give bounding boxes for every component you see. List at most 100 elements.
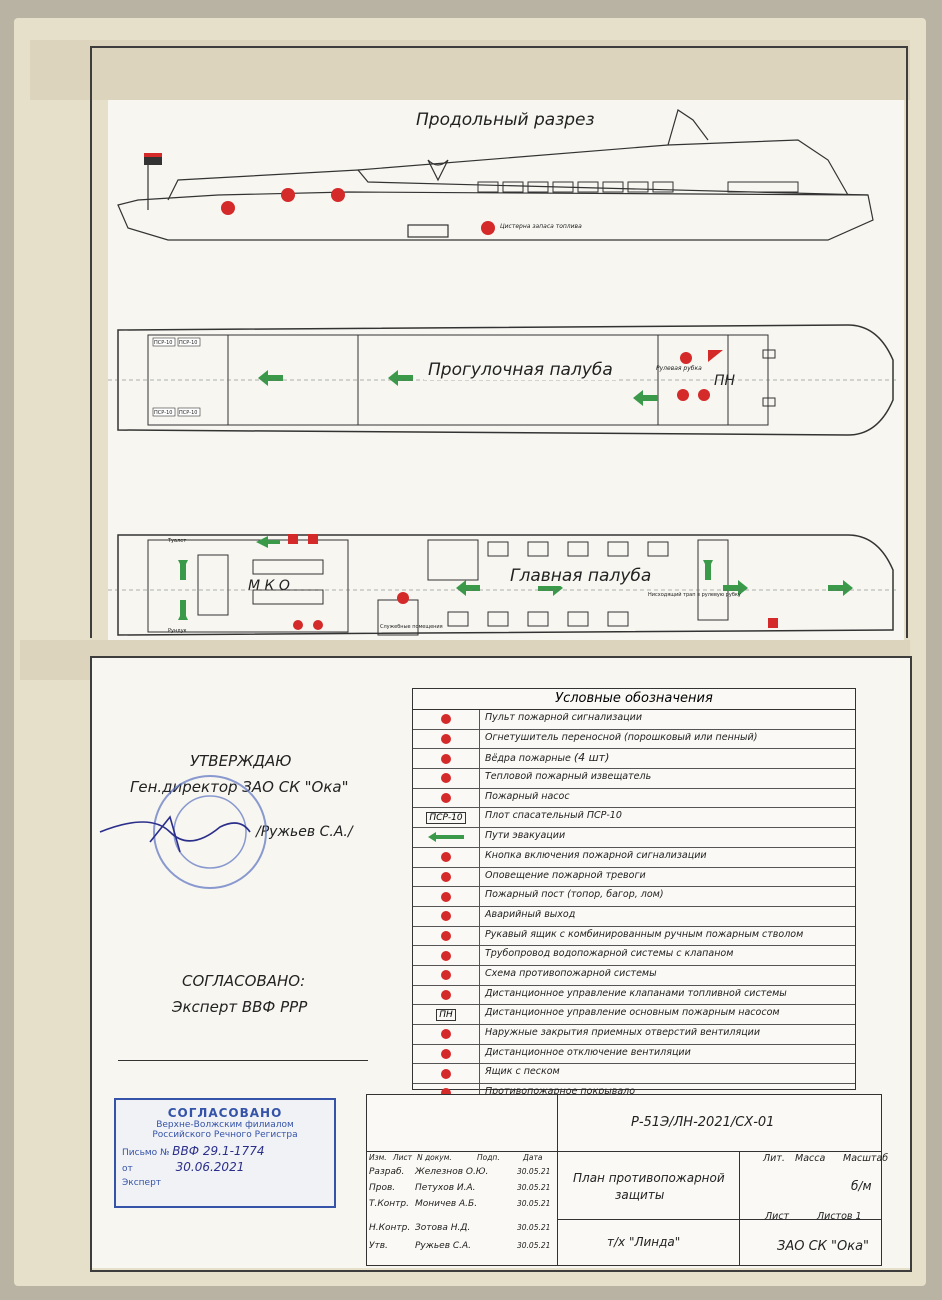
stamp-expert-label: Эксперт bbox=[122, 1178, 162, 1188]
legend-text: Дистанционное управление основным пожарн… bbox=[485, 1007, 780, 1019]
tb-header-line bbox=[367, 1151, 557, 1152]
approval-signer: /Ружьев С.А./ bbox=[256, 824, 353, 840]
legend-text: Кнопка включения пожарной сигнализации bbox=[485, 849, 707, 861]
legend-text: Пути эвакуации bbox=[485, 830, 566, 842]
legend-row: Тепловой пожарный извещатель bbox=[413, 769, 855, 789]
tb-date-cell: 30.05.21 bbox=[517, 1223, 551, 1232]
tb-name-cell: Ружьев С.А. bbox=[415, 1241, 472, 1251]
legend-row: Аварийный выход bbox=[413, 906, 855, 927]
tb-name-cell: Петухов И.А. bbox=[415, 1183, 476, 1193]
vent-shutdown-icon bbox=[413, 1044, 480, 1064]
director-signature bbox=[99, 815, 251, 853]
legend-text: Дистанционное управление клапанами топли… bbox=[485, 987, 787, 999]
tb-date-cell: 30.05.21 bbox=[517, 1167, 551, 1176]
legend-text: Аварийный выход bbox=[485, 908, 576, 920]
vent-closure-icon bbox=[413, 1025, 480, 1044]
tb-right-col bbox=[739, 1151, 882, 1265]
stamp-title: СОГЛАСОВАНО bbox=[167, 1106, 283, 1120]
tb-header-cell: Лист bbox=[393, 1153, 413, 1162]
legend-row: Трубопровод водопожарной системы с клапа… bbox=[413, 946, 855, 966]
svg-text:ПН: ПН bbox=[714, 373, 736, 389]
stamp-date-label: от bbox=[122, 1164, 133, 1174]
fire-pump-icon bbox=[413, 788, 480, 808]
legend-text: Противопожарное покрывало bbox=[485, 1086, 636, 1098]
legend-text: Ящик с песком bbox=[485, 1066, 560, 1078]
legend-row: Дистанционное управление клапанами топли… bbox=[413, 985, 855, 1006]
sheet-label: Лист bbox=[765, 1211, 790, 1222]
alarm-button-icon bbox=[413, 847, 480, 867]
agreed-heading: СОГЛАСОВАНО: bbox=[182, 972, 306, 990]
legend-row: Наружные закрытия приемных отверстий вен… bbox=[413, 1025, 855, 1045]
legend-row: Ящик с песком bbox=[413, 1064, 855, 1085]
expert-sign-line bbox=[118, 1060, 368, 1061]
legend-row: Огнетушитель переносной (порошковый или … bbox=[413, 729, 855, 750]
pump-remote-icon: ПН bbox=[413, 1005, 480, 1024]
legend-title: Условные обозначения bbox=[413, 689, 855, 710]
sand-box-icon bbox=[413, 1064, 480, 1084]
tb-date-cell: 30.05.21 bbox=[517, 1199, 551, 1208]
legend-row: Рукавый ящик с комбинированным ручным по… bbox=[413, 926, 855, 947]
tb-role-cell: Н.Контр. bbox=[369, 1223, 411, 1233]
vessel-name: т/х "Линда" bbox=[607, 1235, 681, 1249]
legend-text: Рукавый ящик с комбинированным ручным по… bbox=[485, 928, 804, 940]
legend-row: ПН Дистанционное управление основным пожа… bbox=[413, 1005, 855, 1025]
col-mass: Масса bbox=[795, 1153, 826, 1164]
longitudinal-title: Продольный разрез bbox=[412, 110, 599, 130]
doc-title-line1: План противопожарной bbox=[573, 1171, 725, 1185]
tb-name-cell: Железнов О.Ю. bbox=[415, 1167, 489, 1177]
legend-text: Плот спасательный ПСР-10 bbox=[485, 810, 622, 822]
stamp-org-line2: Российского Речного Регистра bbox=[152, 1130, 298, 1140]
stamp-letter-number: ВВФ 29.1-1774 bbox=[172, 1144, 265, 1158]
tb-role-cell: Разраб. bbox=[369, 1167, 405, 1177]
legend-text: Огнетушитель переносной (порошковый или … bbox=[485, 731, 758, 743]
legend-text: Наружные закрытия приемных отверстий вен… bbox=[485, 1027, 761, 1038]
evacuation-arrow-icon bbox=[413, 828, 480, 847]
legend-text: Пожарный насос bbox=[485, 790, 570, 802]
legend-row: Кнопка включения пожарной сигнализации bbox=[413, 847, 855, 868]
svg-text:Рулевая рубка: Рулевая рубка bbox=[656, 365, 702, 372]
legend-text: Тепловой пожарный извещатель bbox=[485, 771, 652, 783]
tb-role-cell: Утв. bbox=[369, 1241, 388, 1251]
tb-left-grid bbox=[367, 1095, 558, 1265]
approval-heading: УТВЕРЖДАЮ bbox=[190, 752, 292, 770]
svg-text:ПСР-10: ПСР-10 bbox=[179, 340, 197, 346]
fuel-valve-remote-icon bbox=[413, 985, 480, 1005]
legend-text: Схема противопожарной системы bbox=[485, 967, 657, 979]
tb-doc-code-line bbox=[557, 1151, 881, 1152]
svg-text:Рундук: Рундук bbox=[168, 628, 187, 634]
legend-row: Пожарный насос bbox=[413, 788, 855, 809]
drawing-frame-upper bbox=[90, 46, 908, 638]
legend-row: Оповещение пожарной тревоги bbox=[413, 867, 855, 888]
legend-text: Дистанционное отключение вентиляции bbox=[485, 1046, 691, 1058]
tb-header-cell: Подп. bbox=[477, 1153, 500, 1162]
heat-detector-icon bbox=[413, 769, 480, 788]
fire-system-scheme-icon bbox=[413, 965, 480, 985]
hose-box-icon bbox=[413, 926, 480, 946]
tb-header-cell: Дата bbox=[523, 1153, 543, 1162]
svg-text:ПСР-10: ПСР-10 bbox=[154, 410, 172, 416]
drawing-frame-lower bbox=[90, 656, 912, 1272]
legend-row: Пути эвакуации bbox=[413, 828, 855, 848]
legend-row: Пульт пожарной сигнализации bbox=[413, 710, 855, 730]
tb-role-cell: Т.Контр. bbox=[369, 1199, 409, 1209]
register-stamp: СОГЛАСОВАНО Верхне-Волжским филиалом Рос… bbox=[114, 1098, 336, 1208]
life-raft-icon: ПСР-10 bbox=[413, 808, 480, 828]
legend-table: Условные обозначения Пульт пожарной сигн… bbox=[412, 688, 856, 1104]
main-deck-plan: М К О Туалет Рундук Служебные помещения … bbox=[108, 534, 898, 636]
tb-date-cell: 30.05.21 bbox=[517, 1183, 551, 1192]
fire-bucket-icon bbox=[413, 749, 480, 769]
legend-text: Пожарный пост (топор, багор, лом) bbox=[485, 889, 664, 901]
tb-role-cell: Пров. bbox=[369, 1183, 396, 1193]
tb-vessel-line bbox=[557, 1219, 881, 1220]
fire-alarm-panel-icon bbox=[413, 710, 480, 729]
legend-row: Вёдра пожарные (4 шт) bbox=[413, 749, 855, 770]
legend-row: Схема противопожарной системы bbox=[413, 965, 855, 986]
tb-header-cell: Изм. bbox=[369, 1153, 387, 1162]
stamp-date: 30.06.2021 bbox=[175, 1160, 245, 1174]
tb-name-cell: Моничев А.Б. bbox=[415, 1199, 478, 1209]
water-pipe-valve-icon bbox=[413, 946, 480, 965]
svg-text:Служебные помещения: Служебные помещения bbox=[380, 624, 443, 630]
svg-text:Туалет: Туалет bbox=[167, 538, 186, 544]
scale-value: б/м bbox=[851, 1179, 872, 1193]
title-block: Р-51Э/ЛН-2021/СХ-01 План противопожарной… bbox=[366, 1094, 888, 1266]
